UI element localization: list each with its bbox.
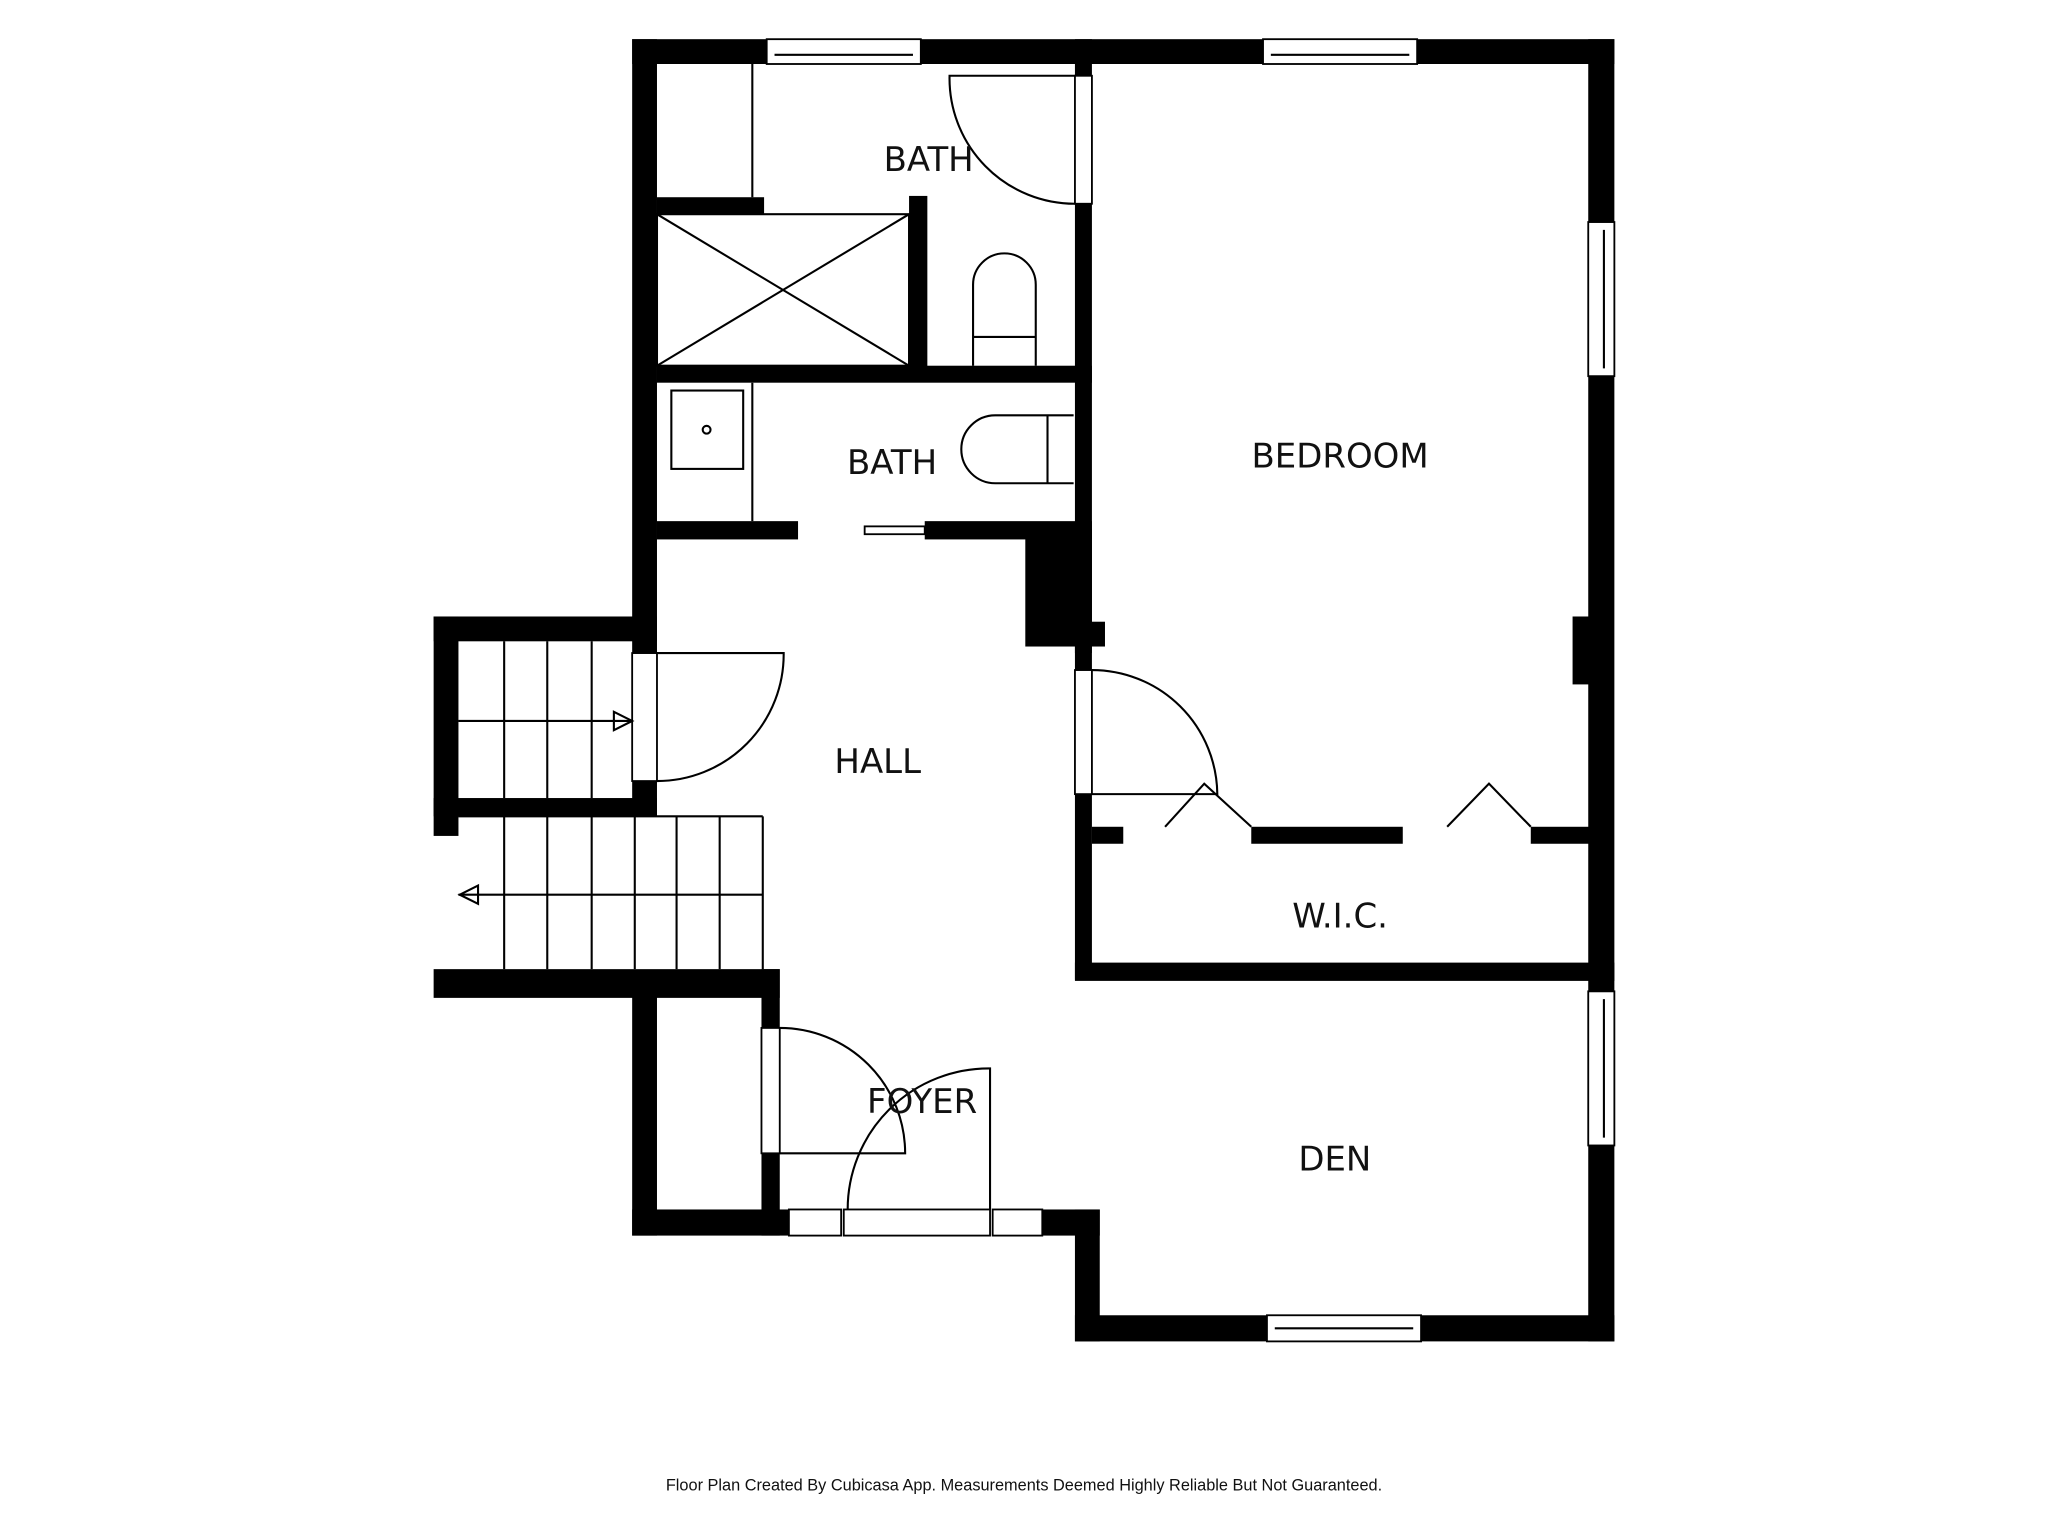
windows [765, 38, 1616, 1343]
stairs-upper [458, 641, 635, 799]
stairs-lower [457, 815, 764, 970]
fixtures [457, 63, 1074, 970]
label-hall: HALL [834, 742, 921, 782]
walls [433, 39, 1615, 1342]
label-wic: W.I.C. [1292, 896, 1388, 936]
label-den: DEN [1298, 1139, 1371, 1179]
doors [631, 74, 1532, 1210]
label-bath-lower: BATH [847, 443, 937, 483]
label-bath-upper: BATH [884, 140, 974, 180]
room-labels: BATH BATH BEDROOM HALL W.I.C. FOYER DEN [834, 140, 1428, 1179]
label-foyer: FOYER [867, 1082, 977, 1122]
footer-disclaimer: Floor Plan Created By Cubicasa App. Meas… [666, 1476, 1382, 1494]
label-bedroom: BEDROOM [1252, 437, 1429, 477]
